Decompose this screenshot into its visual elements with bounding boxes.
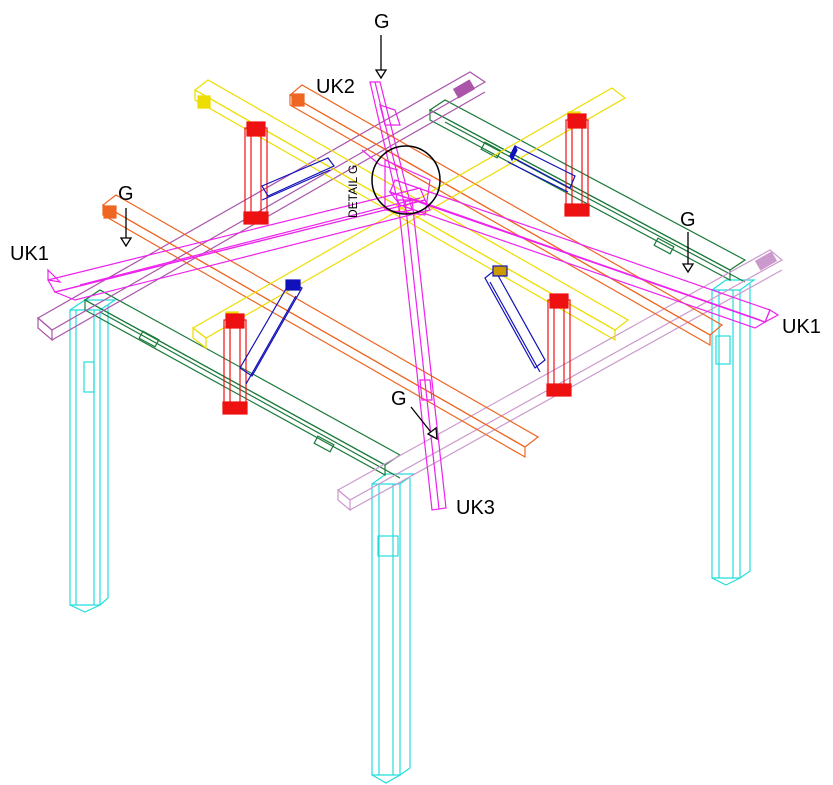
down-arrow-icon [681,232,695,274]
down-arrow-icon [374,35,388,80]
wall-plate-front-right [336,249,784,512]
label-detail-g: DETAIL G [346,165,360,218]
post-right [711,279,756,586]
label-uk1-right: UK1 [782,316,821,338]
ridge-beam-uk2 [369,81,413,213]
label-g-top: G [374,11,390,33]
label-uk1-left: UK1 [10,243,49,265]
down-arrow-icon [119,208,133,248]
king-post-back-right [564,113,590,217]
label-g-bottom: G [391,388,407,410]
king-post-front-left [222,313,248,415]
purlin-orange-left [101,194,540,459]
brace-back-right [507,144,576,193]
king-post-back-left [243,121,269,225]
brace-front-left [239,279,303,385]
post-front-left [69,299,117,613]
brace-front-right [484,265,546,373]
label-uk2: UK2 [316,76,355,98]
diagonal-arrow-icon [410,406,438,441]
ridge-center-hub [361,149,431,216]
post-front-center [371,473,416,784]
ridge-beam-uk1-right [388,179,780,329]
brace-back-left [261,157,335,201]
purlin-yellow-back [193,79,630,342]
label-uk3: UK3 [456,497,495,519]
king-post-front-right [546,293,572,397]
ridge-beam-uk3 [397,199,447,511]
circle-detail-icon [371,145,441,215]
label-g-left: G [118,183,134,205]
ridge-beam-uk1-left [47,187,431,301]
label-g-right: G [680,209,696,231]
